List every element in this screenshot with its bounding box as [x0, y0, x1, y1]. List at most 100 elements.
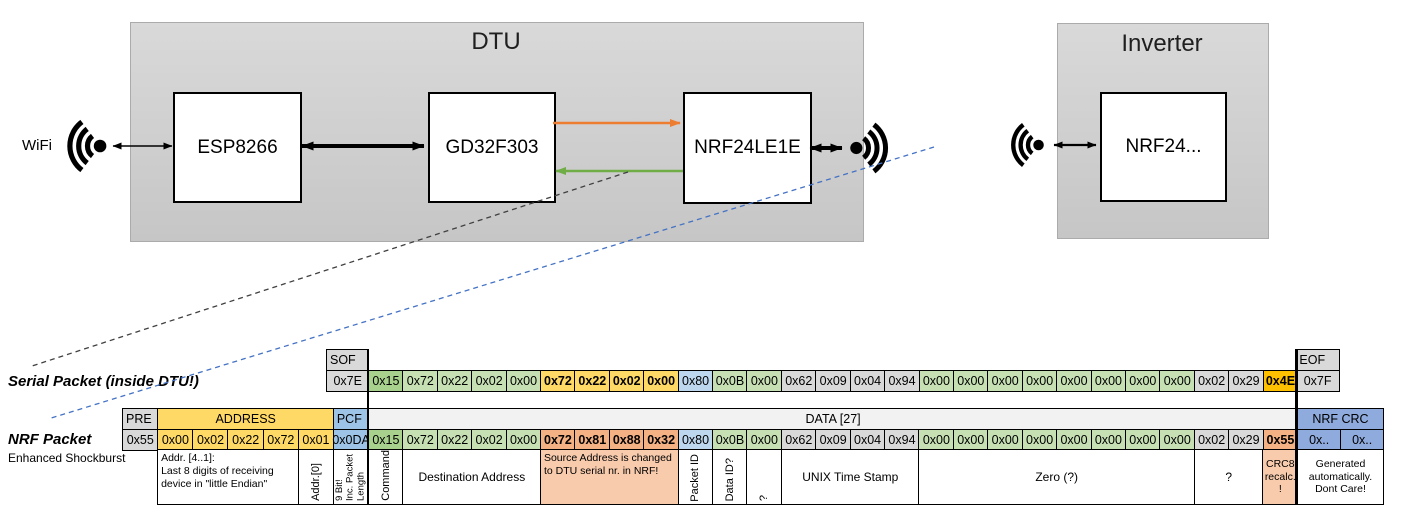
- serial-byte-cell: 0x00: [746, 369, 783, 392]
- serial-byte-cell: 0x00: [1021, 369, 1058, 392]
- serial-byte-cell: 0x15: [368, 369, 404, 392]
- nrf-byte-cell: 0x00: [746, 428, 783, 451]
- antenna-icon: [850, 122, 889, 174]
- nrf-byte-cell: 0x15: [367, 428, 404, 451]
- serial-byte-cell: 0x4E: [1262, 369, 1299, 392]
- serial-byte-cell: 0x22: [574, 369, 611, 392]
- nrf-byte-cell: 0x00: [952, 428, 989, 451]
- annotation-cell: Source Address is changed to DTU serial …: [539, 449, 679, 506]
- nrf-byte-cell: 0x00: [157, 428, 194, 451]
- esp8266-box: ESP8266: [173, 92, 302, 203]
- serial-packet-label: Serial Packet (inside DTU!): [8, 372, 199, 390]
- serial-byte-cell: 0x00: [918, 369, 955, 392]
- annotation-cell: Packet ID: [677, 449, 714, 506]
- nrf-byte-cell: 0x04: [849, 428, 886, 451]
- serial-byte-cell: 0x02: [1193, 369, 1230, 392]
- serial-byte-cell: 0x02: [608, 369, 645, 392]
- inverter-wifi-icon: [1011, 123, 1044, 167]
- nrf-byte-cell: 0x88: [608, 428, 645, 451]
- serial-eof-block: EOF 0x7F: [1295, 349, 1340, 392]
- inverter-nrf24-box: NRF24...: [1100, 92, 1227, 202]
- nrf-byte-cell: 0x80: [677, 428, 714, 451]
- serial-byte-cell: 0x00: [987, 369, 1024, 392]
- nrf-header-address: ADDRESS: [157, 408, 335, 430]
- enhanced-shockburst-label: Enhanced Shockburst: [8, 451, 126, 465]
- serial-byte-cell: 0x00: [1056, 369, 1092, 392]
- nrf-packet-label: NRF Packet: [8, 430, 92, 448]
- nrf-byte-cell: 0x02: [471, 428, 507, 451]
- nrf-byte-cell: 0x94: [884, 428, 920, 451]
- nrf-byte-cell: 0x00: [1124, 428, 1161, 451]
- nrf-byte-cell: 0x00: [1021, 428, 1058, 451]
- serial-byte-cell: 0x72: [540, 369, 576, 392]
- nrf-byte-cell: 0x02: [192, 428, 229, 451]
- serial-byte-cell: 0x04: [849, 369, 886, 392]
- nrf-byte-cell: 0x72: [540, 428, 576, 451]
- nrf-byte-cell: 0x29: [1228, 428, 1264, 451]
- serial-byte-cell: 0x80: [677, 369, 714, 392]
- gd32f303-box: GD32F303: [428, 92, 556, 203]
- annotation-cell: CRC8 recalc. !: [1262, 449, 1299, 506]
- nrf-byte-cell: 0x02: [1193, 428, 1230, 451]
- nrf-header-nrf-crc: NRF CRC: [1296, 408, 1385, 430]
- nrf-byte-cell: 0x22: [227, 428, 264, 451]
- eof-value: 0x7F: [1295, 369, 1340, 392]
- serial-byte-cell: 0x09: [815, 369, 852, 392]
- nrf-byte-cell: 0x09: [815, 428, 852, 451]
- annotation-cell: Addr. [4..1]: Last 8 digits of receiving…: [157, 449, 300, 506]
- data-start-connector: [366, 349, 370, 505]
- nrf-byte-cell: 0x01: [297, 428, 335, 451]
- nrf-byte-cell: 0x..: [1296, 428, 1342, 451]
- inverter-title: Inverter: [1121, 30, 1203, 57]
- nrf-byte-cell: 0x0DA: [332, 428, 370, 451]
- sof-value: 0x7E: [326, 369, 370, 392]
- serial-byte-cell: 0x00: [505, 369, 542, 392]
- nrf-byte-cell: 0x22: [436, 428, 473, 451]
- nrf-byte-cell: 0x00: [1056, 428, 1092, 451]
- wifi-icon: [67, 119, 107, 173]
- serial-sof-block: SOF 0x7E: [326, 349, 370, 392]
- annotation-cell: 9 Bit! Inc. Packet Length: [332, 449, 370, 506]
- nrf-byte-cell: 0x00: [1159, 428, 1196, 451]
- nrf-byte-cell: 0x81: [574, 428, 611, 451]
- annotation-cell: Zero (?): [918, 449, 1195, 506]
- nrf-byte-cell: 0x00: [987, 428, 1024, 451]
- annotation-row: Addr. [4..1]: Last 8 digits of receiving…: [157, 449, 1385, 506]
- serial-byte-cell: 0x72: [402, 369, 439, 392]
- nrf-byte-cell: 0x55: [122, 428, 159, 451]
- serial-byte-cell: 0x94: [884, 369, 920, 392]
- annotation-cell: ?: [1193, 449, 1264, 506]
- nrf-header-pcf: PCF: [332, 408, 370, 430]
- annotation-cell: Destination Address: [402, 449, 542, 506]
- nrf-byte-cell: 0x72: [402, 428, 439, 451]
- serial-byte-cell: 0x00: [952, 369, 989, 392]
- annotation-cell: Command: [367, 449, 404, 506]
- annotation-cell: Generated automatically. Dont Care!: [1296, 449, 1385, 506]
- serial-byte-cell: 0x00: [643, 369, 680, 392]
- nrf-byte-cell: 0x00: [918, 428, 955, 451]
- nrf-header-pre: PRE: [122, 408, 159, 430]
- wifi-label: WiFi: [22, 137, 52, 154]
- annotation-cell: Data ID?: [711, 449, 748, 506]
- annotation-cell: Addr.[0]: [297, 449, 335, 506]
- sof-header: SOF: [326, 349, 370, 371]
- serial-byte-cell: 0x0B: [712, 369, 748, 392]
- serial-byte-cell: 0x00: [1124, 369, 1161, 392]
- nrf-byte-cell: 0x62: [780, 428, 817, 451]
- nrf24le1e-box: NRF24LE1E: [683, 92, 812, 204]
- eof-header: EOF: [1295, 349, 1340, 371]
- dtu-title: DTU: [471, 28, 521, 55]
- serial-byte-cell: 0x62: [780, 369, 817, 392]
- nrf-byte-cell: 0x72: [262, 428, 300, 451]
- data-end-connector: [1295, 349, 1298, 505]
- serial-byte-cell: 0x00: [1090, 369, 1127, 392]
- nrf-byte-cell: 0x32: [643, 428, 680, 451]
- serial-byte-cell: 0x02: [471, 369, 508, 392]
- nrf-byte-cell: 0x0B: [712, 428, 748, 451]
- serial-byte-cell: 0x29: [1228, 369, 1264, 392]
- annotation-cell: UNIX Time Stamp: [780, 449, 920, 506]
